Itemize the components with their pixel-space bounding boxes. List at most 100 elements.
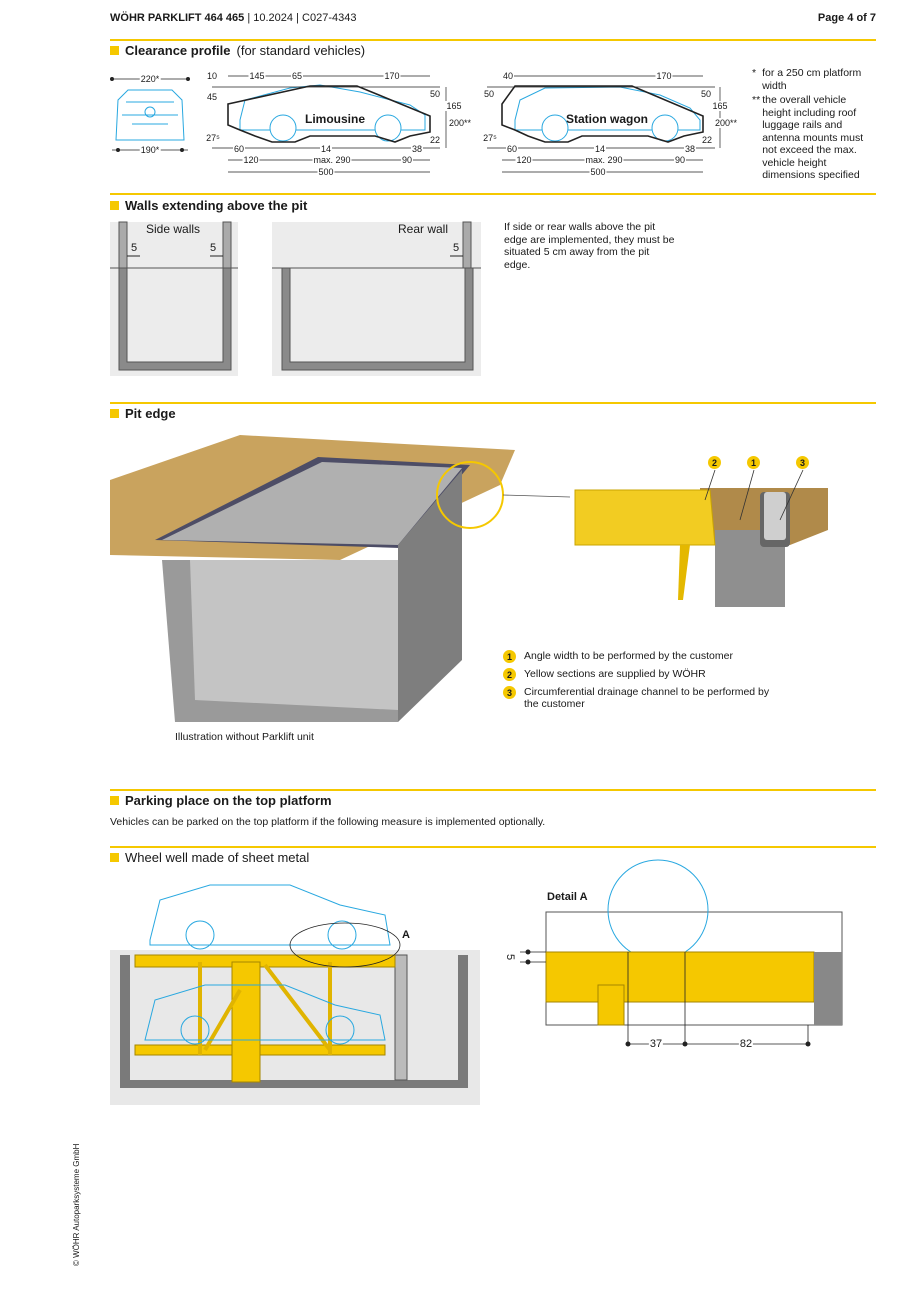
page-number: Page 4 of 7 xyxy=(817,12,876,24)
number-badge: 2 xyxy=(503,668,516,681)
bullet-square-icon xyxy=(110,409,119,418)
dim: 200** xyxy=(713,118,739,128)
dim: 170 xyxy=(655,71,673,81)
bullet-square-icon xyxy=(110,796,119,805)
product-name: WÖHR PARKLIFT 464 465 xyxy=(110,12,245,24)
limousine-label: Limousine xyxy=(304,112,366,126)
divider xyxy=(110,193,876,195)
footnote-mark: * xyxy=(752,67,757,79)
callout-marker: 2 xyxy=(708,456,721,469)
detail-a-drawing xyxy=(520,859,843,1047)
footnote: * for a 250 cm platform width xyxy=(752,67,876,92)
side-walls-drawing xyxy=(110,221,238,376)
dim: 5 xyxy=(131,242,138,254)
dim: max. 290 xyxy=(584,155,624,165)
legend-text: Yellow sections are supplied by WÖHR xyxy=(524,668,706,680)
number-badge: 1 xyxy=(503,650,516,663)
callout-marker: 3 xyxy=(796,456,809,469)
dim: max. 290 xyxy=(312,155,352,165)
dim: 82 xyxy=(738,1038,754,1050)
section-walls-title: Walls extending above the pit xyxy=(110,198,307,213)
dim: 27⁵ xyxy=(482,133,498,143)
dim: 37 xyxy=(648,1038,664,1050)
dim: 170 xyxy=(383,71,401,81)
pit-edge-detail xyxy=(574,469,828,607)
dim: 165 xyxy=(445,101,463,111)
footnote-text: the overall vehicle height including roo… xyxy=(762,94,864,181)
dim: 10 xyxy=(205,71,219,81)
pit-illustration xyxy=(110,435,571,722)
dim: 90 xyxy=(673,155,687,165)
dim: 22 xyxy=(700,135,714,145)
section-pit-edge-title: Pit edge xyxy=(110,406,176,421)
front-width-bottom: 190* xyxy=(139,145,161,155)
rear-wall-drawing xyxy=(272,221,481,376)
dim: 65 xyxy=(290,71,304,81)
legend-item: 3 Circumferential drainage channel to be … xyxy=(503,686,783,710)
section-top-platform-title: Parking place on the top platform xyxy=(110,793,332,808)
footnote-mark: ** xyxy=(752,94,761,106)
copyright: © WÖHR Autoparksysteme GmbH xyxy=(72,1143,81,1266)
front-car-drawing xyxy=(115,89,185,141)
title-text: Wheel well made of sheet metal xyxy=(125,850,310,865)
document-header: WÖHR PARKLIFT 464 465 | 10.2024 | C027-4… xyxy=(110,12,357,24)
dim: 500 xyxy=(589,167,607,177)
title-text: Walls extending above the pit xyxy=(125,198,308,213)
bullet-square-icon xyxy=(110,853,119,862)
section-wheel-well-title: Wheel well made of sheet metal xyxy=(110,850,309,865)
side-walls-label: Side walls xyxy=(146,222,201,236)
legend-text: Circumferential drainage channel to be p… xyxy=(524,686,770,710)
rear-wall-label: Rear wall xyxy=(398,222,449,236)
dim: 60 xyxy=(232,144,246,154)
illustration-caption: Illustration without Parklift unit xyxy=(175,731,314,743)
doc-code: C027-4343 xyxy=(302,12,357,24)
detail-marker: A xyxy=(402,929,410,941)
dim: 40 xyxy=(501,71,515,81)
station-wagon-drawing xyxy=(487,75,721,173)
dim: 165 xyxy=(711,101,729,111)
divider xyxy=(110,39,876,41)
station-wagon-label: Station wagon xyxy=(566,112,648,126)
walls-note: If side or rear walls above the pit edge… xyxy=(504,221,675,271)
title-text: Pit edge xyxy=(125,406,176,421)
dim: 60 xyxy=(505,144,519,154)
title-text: Parking place on the top platform xyxy=(125,793,332,808)
doc-date: 10.2024 xyxy=(253,12,294,24)
bullet-square-icon xyxy=(110,201,119,210)
divider xyxy=(110,789,876,791)
divider xyxy=(110,402,876,404)
number-badge: 3 xyxy=(503,686,516,699)
dim: 500 xyxy=(317,167,335,177)
legend-item: 2 Yellow sections are supplied by WÖHR xyxy=(503,668,706,681)
dim: 50 xyxy=(482,89,496,99)
footnotes: * for a 250 cm platform width **the overa… xyxy=(752,67,876,182)
top-platform-text: Vehicles can be parked on the top platfo… xyxy=(110,816,546,828)
dim: 45 xyxy=(205,92,219,102)
dim: 50 xyxy=(699,89,713,99)
wheel-well-drawing xyxy=(110,884,480,1105)
title-text: Clearance profile xyxy=(125,43,231,58)
detail-a-title: Detail A xyxy=(547,891,588,903)
callout-marker: 1 xyxy=(747,456,760,469)
dim: 120 xyxy=(515,155,533,165)
dim: 14 xyxy=(593,144,607,154)
divider xyxy=(110,846,876,848)
footnote-text: for a 250 cm platform width xyxy=(762,67,862,92)
dim: 200** xyxy=(447,118,473,128)
footnote: **the overall vehicle height including r… xyxy=(752,94,876,182)
dim: 50 xyxy=(428,89,442,99)
subtitle-text: (for standard vehicles) xyxy=(236,43,366,58)
legend-text: Angle width to be performed by the custo… xyxy=(524,650,733,662)
dim: 120 xyxy=(242,155,260,165)
bullet-square-icon xyxy=(110,46,119,55)
dim: 22 xyxy=(428,135,442,145)
dim: 5 xyxy=(210,242,217,254)
dim: 5 xyxy=(453,242,460,254)
legend-item: 1 Angle width to be performed by the cust… xyxy=(503,650,733,663)
dim: 145 xyxy=(248,71,266,81)
dim: 38 xyxy=(410,144,424,154)
dim: 14 xyxy=(319,144,333,154)
dim: 5 xyxy=(504,953,517,961)
dim: 27⁵ xyxy=(205,133,221,143)
